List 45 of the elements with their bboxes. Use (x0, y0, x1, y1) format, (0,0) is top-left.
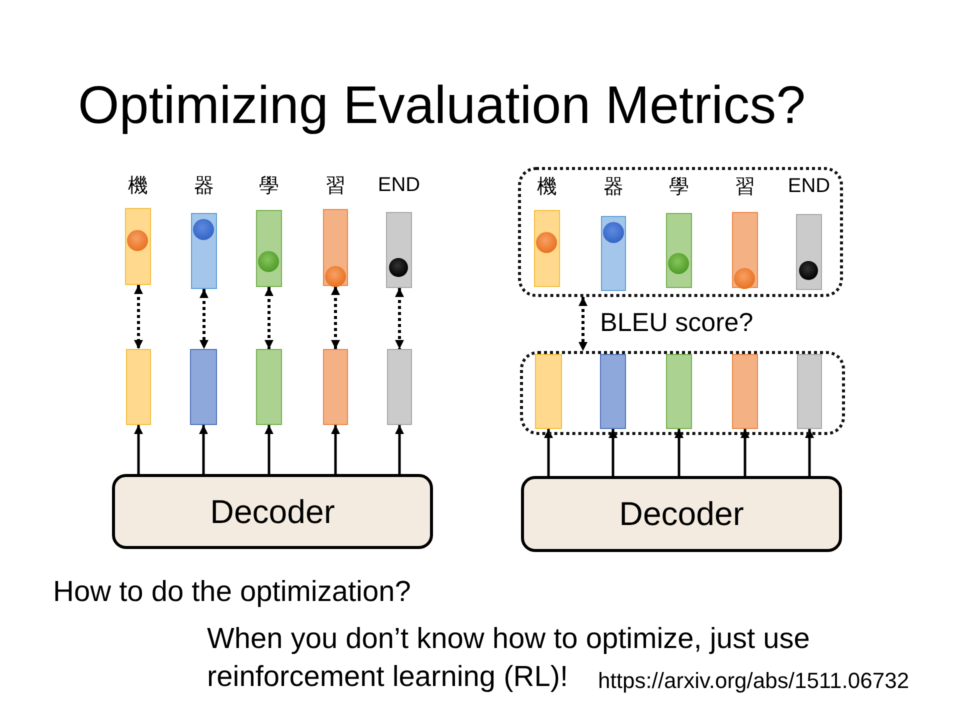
bar (535, 354, 562, 429)
token-label: END (788, 175, 830, 198)
dotted-arrow (331, 286, 340, 349)
dotted-box (518, 167, 843, 297)
arrow (740, 429, 750, 476)
box-text: Decoder (619, 495, 744, 533)
bar (732, 354, 758, 429)
dotted-arrow (134, 285, 143, 349)
arrow (608, 429, 618, 476)
url-text: https://arxiv.org/abs/1511.06732 (598, 668, 910, 694)
token-label: 器 (604, 176, 624, 200)
token-label: 學 (259, 175, 279, 198)
rounded-box (521, 476, 842, 552)
arrow (805, 429, 814, 476)
token-label: 器 (194, 175, 214, 198)
arrow (395, 425, 404, 474)
arrow (264, 425, 274, 474)
arrow (331, 425, 340, 474)
bar (600, 354, 626, 429)
arrow (544, 429, 553, 476)
arrow (674, 429, 684, 476)
title: Optimizing Evaluation Metrics? (78, 76, 806, 137)
dotted-arrow (395, 288, 404, 349)
token-label: 機 (128, 175, 148, 198)
bar (126, 349, 151, 425)
bar (256, 349, 282, 425)
token-label: 習 (326, 175, 346, 198)
bar (797, 354, 822, 429)
question-text: How to do the optimization? (53, 576, 411, 610)
bar (190, 349, 217, 425)
dotted-arrow (264, 287, 274, 349)
bar (666, 354, 692, 429)
token-label: 學 (669, 176, 689, 200)
box-text: Decoder (210, 492, 335, 530)
bar (387, 349, 412, 425)
dotted-arrow (578, 297, 588, 351)
arrow (199, 425, 208, 474)
rounded-box (112, 474, 433, 549)
bar (323, 349, 348, 425)
arrow (134, 425, 143, 474)
token-label: END (378, 174, 420, 198)
dotted-arrow (200, 289, 208, 349)
token-label: 機 (537, 176, 557, 200)
dotted-box (520, 351, 845, 435)
token-label: 習 (735, 176, 755, 200)
